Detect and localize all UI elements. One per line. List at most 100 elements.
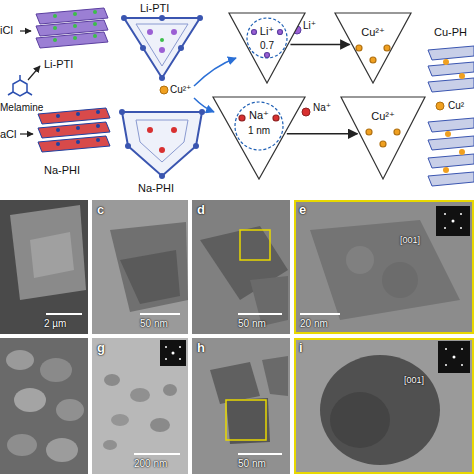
li-pti-structure: [121, 15, 203, 81]
micrograph-e: [295, 201, 473, 333]
micrograph-f: [7, 434, 37, 456]
na-phi-layers: [56, 142, 60, 146]
li-pti-layers: [93, 10, 97, 14]
micrograph-d: [238, 313, 282, 315]
ion-label: Na⁺: [313, 102, 331, 113]
na-phi-structure: [171, 127, 177, 133]
micrograph-g: [104, 374, 120, 386]
li-pti-layers: [36, 32, 108, 48]
micrograph-c: [120, 250, 180, 304]
pore-outline: [235, 102, 283, 150]
micrograph-g: [134, 453, 180, 455]
micrograph-f: [46, 438, 78, 462]
ion-dot: [265, 53, 270, 58]
na-phi-structure: [125, 143, 131, 149]
melamine-molecule: [19, 75, 21, 80]
scale-bar-label: 200 nm: [134, 458, 167, 469]
ion-label: Cu²: [448, 100, 464, 111]
precursor-label: iCl: [0, 24, 13, 36]
na-phi-structure: [159, 147, 165, 153]
li-pti-structure: [140, 45, 146, 51]
micrograph-i: [330, 392, 390, 448]
micrograph-g: [165, 346, 167, 348]
triangle-outline: [213, 97, 305, 179]
na-phi-layers: [38, 108, 110, 124]
micrograph-g: [163, 384, 177, 396]
na-phi-structure: [147, 127, 153, 133]
micrograph-e: [294, 200, 474, 334]
pore-size-label: 1 nm: [248, 125, 270, 136]
li-pti-layers: [20, 8, 108, 48]
li-pti-structure: [121, 15, 127, 21]
micrograph-e: [460, 213, 462, 215]
copper-ion-arrows: [194, 98, 214, 112]
ion-label: Li⁺: [260, 25, 274, 37]
copper-ion-arrows: [194, 58, 236, 86]
micrograph-e: [436, 206, 470, 236]
material-label: Na-PHI: [44, 164, 80, 176]
micrograph-e: [294, 200, 474, 334]
ion-dot: [356, 45, 362, 51]
ion-dot: [278, 30, 283, 35]
ion-label: Na⁺: [249, 109, 269, 121]
micrograph-i: [320, 355, 440, 465]
na-phi-layers: [96, 110, 100, 114]
pore-triangle: Na⁺ 1 nm: [212, 96, 306, 180]
na-phi-structure: [119, 109, 205, 179]
cu-phi-layers: [428, 46, 474, 60]
micrograph-g: [103, 440, 117, 450]
ion-dot: [380, 141, 386, 147]
triangle-outline: [341, 97, 425, 179]
micrograph-h: [192, 338, 290, 474]
micrograph-g: [92, 338, 188, 474]
micrograph-i: [461, 364, 463, 366]
ion-dot: [252, 30, 257, 35]
micrograph-e: [300, 313, 340, 315]
panel-letter: i: [299, 341, 303, 355]
cu-phi-layers: [459, 73, 465, 79]
melamine-molecule: [13, 80, 27, 96]
micrograph-g: [92, 338, 188, 474]
scale-bar-label: 20 nm: [300, 318, 328, 329]
cu-phi-layers: [428, 154, 474, 168]
panel-letter: d: [197, 203, 205, 217]
micrograph-d: [192, 200, 290, 334]
micrograph-h: [226, 398, 270, 444]
li-pti-structure: [171, 29, 177, 35]
ion-dot: [370, 57, 376, 63]
li-pti-layers: [53, 38, 57, 42]
micrograph-i: [461, 348, 463, 350]
li-pti-structure: [136, 24, 188, 66]
melamine-molecule: [28, 66, 40, 80]
na-phi-structure: [199, 109, 205, 115]
scale-bar-label: 50 nm: [238, 318, 266, 329]
li-pti-structure: [160, 38, 164, 42]
na-phi-layers: [38, 122, 110, 138]
micrograph-b: [10, 205, 86, 300]
precursor-label: Melamine: [0, 102, 43, 113]
exchange-arrow: [287, 133, 358, 135]
li-pti-structure: [147, 29, 153, 35]
micrograph-h: [192, 338, 290, 474]
cu-phi-layers: [428, 136, 474, 150]
ion-label: Cu²⁺: [371, 110, 395, 122]
ion-dot: [239, 115, 245, 121]
ion-dot: [384, 45, 390, 51]
cu-phi-layers: [428, 46, 474, 186]
zone-axis-label: [001]: [400, 236, 420, 246]
micrograph-c: [110, 222, 188, 312]
micrograph-g: [165, 358, 167, 360]
micrograph-b: [0, 200, 88, 334]
na-phi-layers: [38, 122, 110, 138]
li-pti-layers: [36, 32, 108, 48]
micrograph-g: [111, 414, 129, 426]
cu-phi-layers: [459, 149, 465, 155]
na-phi-layers: [38, 136, 110, 152]
micrograph-c: [92, 200, 188, 334]
micrograph-e: [444, 213, 446, 215]
pore-triangle: Li⁺0.7: [228, 12, 306, 84]
micrograph-i: [445, 364, 447, 366]
material-label: Na-PHI: [138, 182, 174, 194]
scale-bar-label: 2 µm: [44, 318, 66, 329]
